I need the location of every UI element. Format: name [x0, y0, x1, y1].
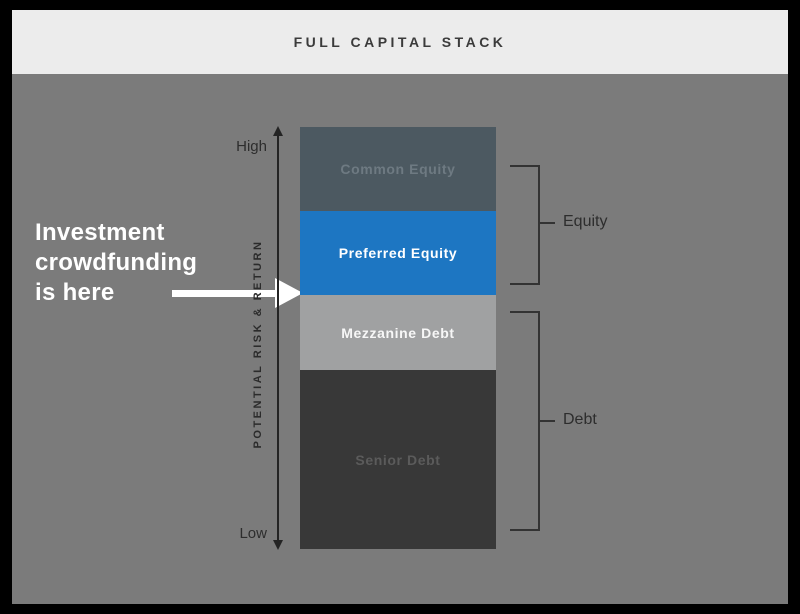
segment-label: Senior Debt — [355, 451, 441, 468]
annotation-line-3: is here — [35, 279, 115, 306]
stack-segment-senior-debt: Senior Debt — [300, 370, 496, 549]
segment-label: Preferred Equity — [338, 245, 458, 261]
debt-bracket-tick — [538, 420, 555, 422]
stack-segment-common-equity: Common Equity — [300, 127, 496, 211]
axis-low-label: Low — [239, 525, 267, 542]
axis-arrowhead-down-icon — [273, 540, 283, 550]
debt-bracket — [510, 311, 540, 531]
segment-label: Mezzanine Debt — [341, 324, 455, 341]
annotation-arrow-shaft — [172, 290, 280, 297]
annotation-line-1: Investment — [35, 219, 165, 246]
equity-bracket — [510, 165, 540, 285]
annotation-arrow-icon — [275, 278, 303, 308]
axis-title: POTENTIAL RISK & RETURN — [252, 239, 264, 449]
page-title: FULL CAPITAL STACK — [293, 34, 507, 50]
risk-return-axis-line — [277, 134, 279, 542]
header: FULL CAPITAL STACK — [12, 10, 788, 74]
capital-stack: Common Equity Preferred Equity Mezzanine… — [300, 127, 496, 549]
axis-arrowhead-up-icon — [273, 126, 283, 136]
debt-bracket-label: Debt — [563, 411, 597, 428]
equity-bracket-tick — [538, 222, 555, 224]
annotation-text: Investment crowdfunding is here — [35, 218, 197, 308]
annotation-line-2: crowdfunding — [35, 249, 198, 276]
segment-label: Common Equity — [340, 161, 456, 177]
diagram-canvas: Investment crowdfunding is here High Low… — [12, 74, 788, 604]
stack-segment-preferred-equity: Preferred Equity — [300, 211, 496, 295]
axis-high-label: High — [236, 138, 267, 155]
equity-bracket-label: Equity — [563, 213, 608, 230]
stack-segment-mezzanine-debt: Mezzanine Debt — [300, 295, 496, 370]
